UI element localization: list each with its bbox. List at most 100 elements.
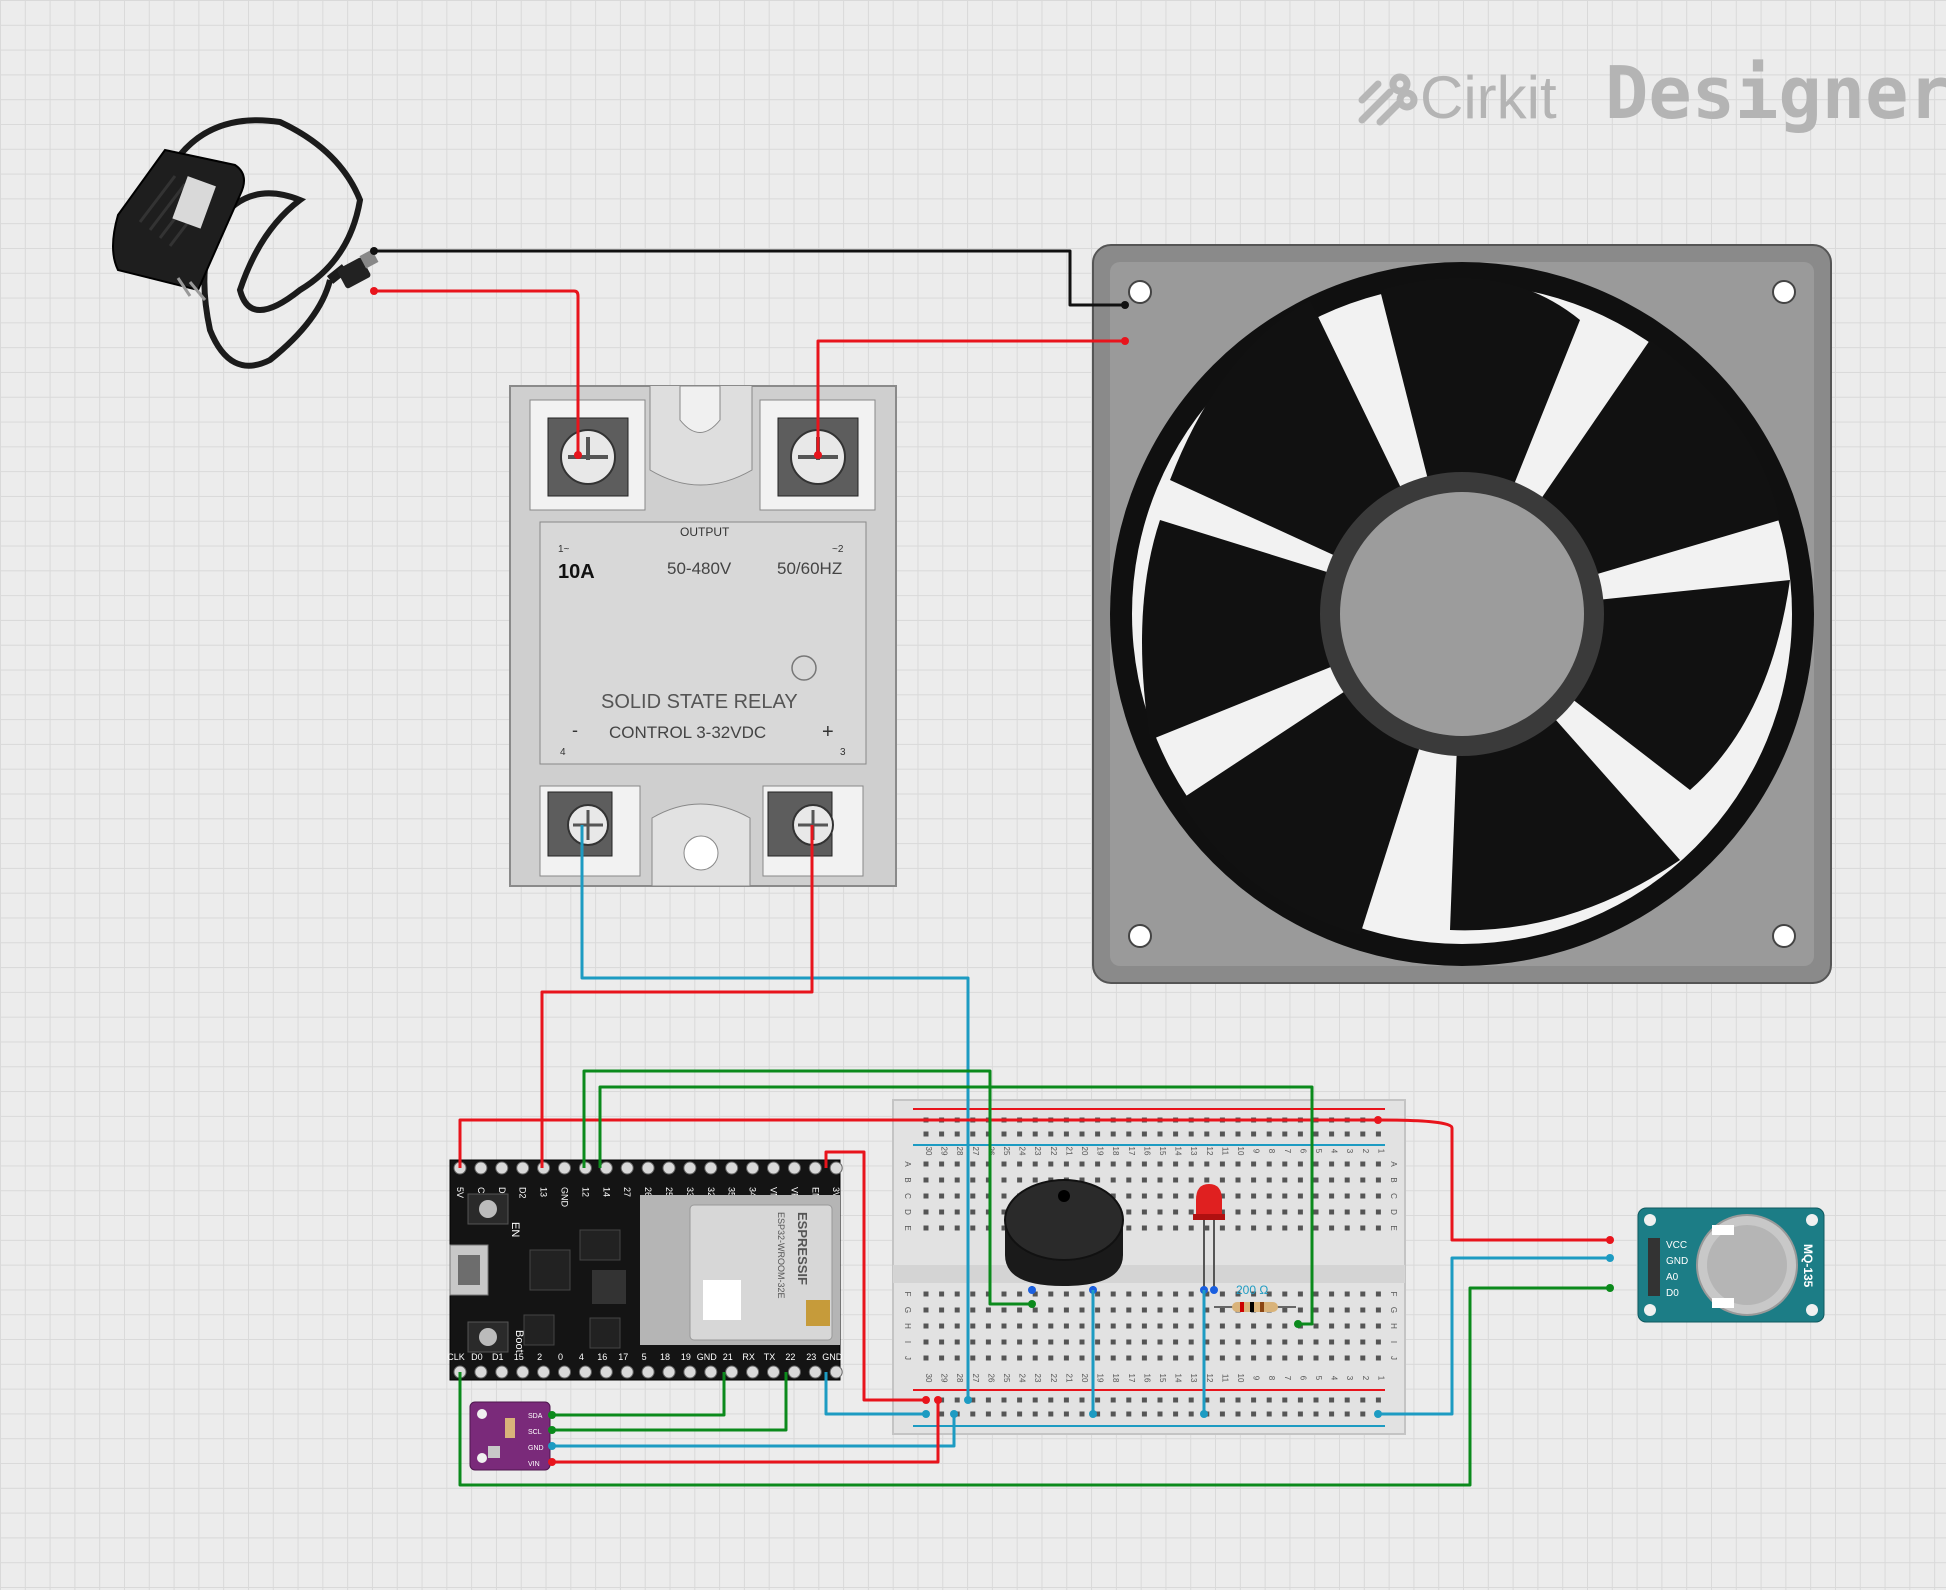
wire-relay-to-fan-power[interactable] (816, 339, 1125, 455)
breadboard-hole[interactable] (1282, 1193, 1288, 1199)
breadboard-hole[interactable] (1219, 1177, 1225, 1183)
breadboard-hole[interactable] (1329, 1131, 1335, 1137)
breadboard-hole[interactable] (1048, 1411, 1054, 1417)
breadboard-hole[interactable] (1157, 1131, 1163, 1137)
breadboard-hole[interactable] (1235, 1411, 1241, 1417)
breadboard-hole[interactable] (1266, 1225, 1272, 1231)
breadboard-hole[interactable] (1126, 1355, 1132, 1361)
breadboard-hole[interactable] (1095, 1323, 1101, 1329)
breadboard-hole[interactable] (1001, 1209, 1007, 1215)
breadboard-hole[interactable] (1313, 1397, 1319, 1403)
breadboard-hole[interactable] (1251, 1161, 1257, 1167)
breadboard-hole[interactable] (1048, 1291, 1054, 1297)
breadboard-hole[interactable] (939, 1411, 945, 1417)
breadboard-hole[interactable] (1095, 1307, 1101, 1313)
esp32-top-pin[interactable] (537, 1161, 551, 1175)
breadboard-hole[interactable] (1375, 1209, 1381, 1215)
esp32-top-pin[interactable] (516, 1161, 530, 1175)
led-cathode-pin[interactable] (1210, 1286, 1218, 1294)
breadboard-hole[interactable] (954, 1177, 960, 1183)
breadboard-hole[interactable] (1141, 1225, 1147, 1231)
breadboard-hole[interactable] (1095, 1131, 1101, 1137)
breadboard-hole[interactable] (1126, 1411, 1132, 1417)
esp32-bottom-header[interactable] (453, 1365, 843, 1379)
breadboard-hole[interactable] (1017, 1411, 1023, 1417)
breadboard-hole[interactable] (1188, 1161, 1194, 1167)
breadboard-hole[interactable] (1282, 1411, 1288, 1417)
breadboard-hole[interactable] (1173, 1225, 1179, 1231)
breadboard-hole[interactable] (1001, 1397, 1007, 1403)
breadboard-hole[interactable] (1126, 1307, 1132, 1313)
breadboard-hole[interactable] (923, 1323, 929, 1329)
breadboard-hole[interactable] (1344, 1339, 1350, 1345)
breadboard-hole[interactable] (1079, 1177, 1085, 1183)
breadboard-hole[interactable] (1344, 1411, 1350, 1417)
breadboard-hole[interactable] (1063, 1339, 1069, 1345)
breadboard-hole[interactable] (1141, 1131, 1147, 1137)
breadboard-hole[interactable] (1360, 1193, 1366, 1199)
breadboard-hole[interactable] (1141, 1291, 1147, 1297)
breadboard-hole[interactable] (1251, 1131, 1257, 1137)
breadboard-hole[interactable] (1282, 1397, 1288, 1403)
breadboard-hole[interactable] (1360, 1339, 1366, 1345)
breadboard-hole[interactable] (1063, 1307, 1069, 1313)
breadboard-hole[interactable] (1141, 1177, 1147, 1183)
breadboard-hole[interactable] (1313, 1193, 1319, 1199)
breadboard-hole[interactable] (1219, 1411, 1225, 1417)
breadboard-hole[interactable] (1297, 1131, 1303, 1137)
breadboard-hole[interactable] (1001, 1355, 1007, 1361)
breadboard-hole[interactable] (1329, 1291, 1335, 1297)
breadboard-hole[interactable] (1235, 1339, 1241, 1345)
breadboard-hole[interactable] (1141, 1323, 1147, 1329)
breadboard-hole[interactable] (1282, 1323, 1288, 1329)
breadboard-hole[interactable] (939, 1291, 945, 1297)
breadboard-hole[interactable] (1204, 1131, 1210, 1137)
breadboard-hole[interactable] (1329, 1411, 1335, 1417)
esp32-top-pin[interactable] (662, 1161, 676, 1175)
breadboard-hole[interactable] (1282, 1355, 1288, 1361)
breadboard-hole[interactable] (1313, 1355, 1319, 1361)
breadboard-hole[interactable] (970, 1411, 976, 1417)
breadboard-hole[interactable] (1048, 1397, 1054, 1403)
breadboard-hole[interactable] (1173, 1355, 1179, 1361)
breadboard-hole[interactable] (1188, 1307, 1194, 1313)
breadboard-hole[interactable] (1313, 1411, 1319, 1417)
breadboard-hole[interactable] (970, 1307, 976, 1313)
breadboard-hole[interactable] (970, 1323, 976, 1329)
breadboard-hole[interactable] (1001, 1411, 1007, 1417)
breadboard-hole[interactable] (1048, 1323, 1054, 1329)
breadboard-hole[interactable] (1235, 1291, 1241, 1297)
breadboard-hole[interactable] (1157, 1209, 1163, 1215)
breadboard-hole[interactable] (1219, 1307, 1225, 1313)
breadboard-hole[interactable] (1329, 1161, 1335, 1167)
breadboard-hole[interactable] (1282, 1177, 1288, 1183)
breadboard-hole[interactable] (1219, 1193, 1225, 1199)
breadboard-hole[interactable] (1251, 1177, 1257, 1183)
breadboard-hole[interactable] (1204, 1323, 1210, 1329)
breadboard-hole[interactable] (1126, 1177, 1132, 1183)
breadboard-hole[interactable] (1219, 1161, 1225, 1167)
breadboard-hole[interactable] (1063, 1161, 1069, 1167)
breadboard-hole[interactable] (1360, 1291, 1366, 1297)
breadboard-hole[interactable] (1188, 1177, 1194, 1183)
breadboard-hole[interactable] (970, 1131, 976, 1137)
breadboard-hole[interactable] (1375, 1193, 1381, 1199)
breadboard-hole[interactable] (1110, 1339, 1116, 1345)
esp32-bottom-pin[interactable] (578, 1365, 592, 1379)
breadboard-hole[interactable] (1157, 1225, 1163, 1231)
esp32-top-pin[interactable] (704, 1161, 718, 1175)
breadboard-hole[interactable] (1360, 1355, 1366, 1361)
breadboard-hole[interactable] (1095, 1355, 1101, 1361)
breadboard-hole[interactable] (923, 1161, 929, 1167)
esp32-top-pin[interactable] (808, 1161, 822, 1175)
breadboard-hole[interactable] (1329, 1355, 1335, 1361)
breadboard-hole[interactable] (923, 1291, 929, 1297)
breadboard-hole[interactable] (1219, 1323, 1225, 1329)
breadboard-hole[interactable] (1266, 1411, 1272, 1417)
breadboard-hole[interactable] (1344, 1161, 1350, 1167)
breadboard-hole[interactable] (1344, 1225, 1350, 1231)
breadboard-hole[interactable] (954, 1291, 960, 1297)
esp32-top-pin[interactable] (620, 1161, 634, 1175)
breadboard-hole[interactable] (1126, 1397, 1132, 1403)
esp32-top-pin[interactable] (474, 1161, 488, 1175)
